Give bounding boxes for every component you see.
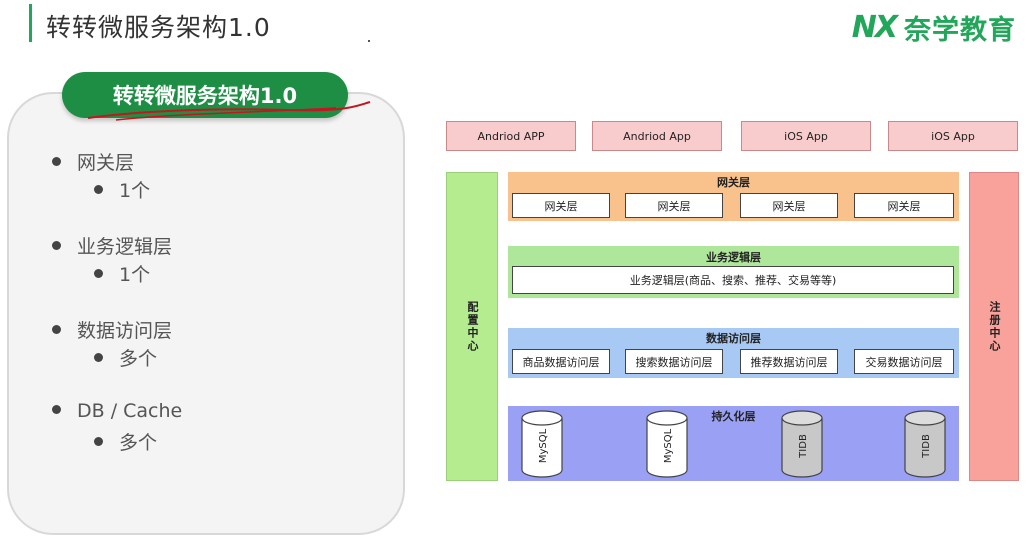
persistence-layer-title: 持久化层 [711,410,756,423]
data-access-box: 搜索数据访问层 [625,349,723,374]
business-layer: 业务逻辑层 业务逻辑层(商品、搜索、推荐、交易等等) [508,246,959,298]
list-subitem: 1个 [94,176,150,203]
stray-dot [368,40,370,42]
summary-title: 转转微服务架构1.0 [112,84,298,108]
business-logic-box: 业务逻辑层(商品、搜索、推荐、交易等等) [512,266,954,294]
gateway-layer-title: 网关层 [717,176,750,189]
bullet-icon [94,353,103,362]
list-item: 数据访问层 [52,316,172,343]
red-handwritten-underline [87,101,371,121]
bullet-icon [94,437,103,446]
registry-center-label: 注册中心 [988,300,1001,353]
data-access-layer-title: 数据访问层 [706,332,761,345]
slide-title: 转转微服务架构1.0 [46,13,271,42]
data-access-layer: 数据访问层 商品数据访问层 搜索数据访问层 推荐数据访问层 交易数据访问层 [508,328,959,378]
db-label: TIDB [798,434,809,459]
brand-mark: NX [851,10,898,45]
bullet-icon [94,269,103,278]
config-center-label: 配置中心 [466,300,479,353]
mysql-db-icon: MySQL [521,410,563,478]
client-android-app: Andriod APP [446,121,576,151]
client-ios-app: iOS App [741,121,871,151]
brand-name: 奈学教育 [904,15,1016,46]
header-accent-bar [29,4,32,42]
client-android-app-2: Andriod App [592,121,722,151]
gateway-box: 网关层 [625,193,723,218]
list-subitem: 1个 [94,260,150,287]
business-layer-title: 业务逻辑层 [706,251,761,264]
bullet-icon [52,325,61,334]
db-label: MySQL [538,428,549,463]
bullet-icon [94,185,103,194]
bullet-icon [52,241,61,250]
list-subitem: 多个 [94,428,157,455]
list-item: DB / Cache [52,400,182,422]
tidb-db-icon: TIDB [781,410,823,478]
data-access-box: 交易数据访问层 [854,349,954,374]
db-label: MySQL [663,428,674,463]
registry-center: 注册中心 [969,172,1019,481]
list-item: 业务逻辑层 [52,232,172,259]
data-access-box: 商品数据访问层 [512,349,610,374]
gateway-box: 网关层 [740,193,838,218]
list-item: 网关层 [52,148,134,175]
client-ios-app-2: iOS App [888,121,1018,151]
tidb-db-icon: TIDB [904,410,946,478]
bullet-icon [52,405,61,414]
db-label: TIDB [921,434,932,459]
gateway-layer: 网关层 网关层 网关层 网关层 网关层 [508,172,959,221]
list-subitem: 多个 [94,344,157,371]
brand-logo: NX 奈学教育 [852,8,1016,47]
config-center: 配置中心 [446,172,498,481]
gateway-box: 网关层 [854,193,954,218]
persistence-layer: 持久化层 [508,406,959,481]
gateway-box: 网关层 [512,193,610,218]
data-access-box: 推荐数据访问层 [740,349,838,374]
mysql-db-icon: MySQL [646,410,688,478]
summary-panel [7,92,405,535]
bullet-icon [52,157,61,166]
